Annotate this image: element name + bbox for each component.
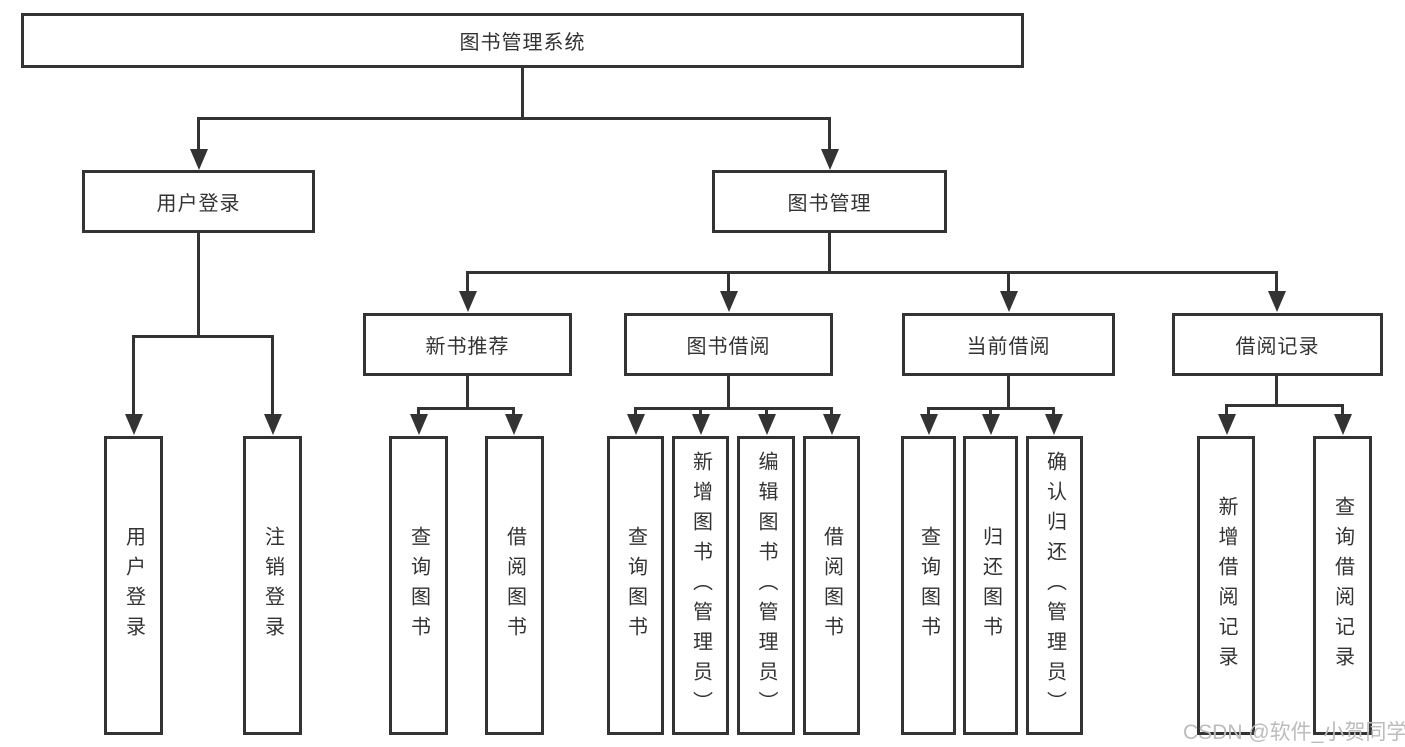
leaf-add-borrow-record: 新增借阅记录 bbox=[1197, 436, 1255, 735]
leaf-logout: 注销登录 bbox=[243, 436, 302, 735]
connector-line bbox=[830, 407, 833, 416]
arrow-down-icon bbox=[125, 414, 143, 435]
leaf-recommend-borrow-books-label: 借阅图书 bbox=[503, 525, 526, 646]
connector-line bbox=[466, 376, 469, 409]
leaf-return-books-label: 归还图书 bbox=[979, 525, 1002, 646]
node-borrow-records: 借阅记录 bbox=[1172, 313, 1383, 376]
connector-line bbox=[521, 68, 524, 119]
arrow-down-icon bbox=[505, 414, 523, 435]
connector-line bbox=[197, 117, 831, 120]
connector-line bbox=[927, 407, 930, 416]
node-borrow-records-label: 借阅记录 bbox=[1235, 336, 1320, 358]
connector-line bbox=[1275, 271, 1278, 292]
leaf-borrow-books-label: 借阅图书 bbox=[820, 525, 843, 646]
connector-line bbox=[1341, 404, 1344, 416]
arrow-down-icon bbox=[982, 414, 1000, 435]
node-book-management: 图书管理 bbox=[712, 170, 947, 233]
node-user-login-label: 用户登录 bbox=[156, 193, 241, 215]
leaf-recommend-borrow-books: 借阅图书 bbox=[485, 436, 544, 735]
leaf-query-borrow-record: 查询借阅记录 bbox=[1313, 436, 1372, 735]
leaf-return-books: 归还图书 bbox=[963, 436, 1018, 735]
arrow-down-icon bbox=[1000, 291, 1018, 312]
node-user-login: 用户登录 bbox=[82, 170, 315, 233]
connector-line bbox=[634, 407, 637, 416]
node-book-borrow: 图书借阅 bbox=[624, 313, 833, 376]
connector-line bbox=[512, 407, 515, 416]
connector-line bbox=[197, 117, 200, 150]
connector-line bbox=[1225, 404, 1228, 416]
connector-line bbox=[197, 233, 200, 337]
leaf-borrow-books: 借阅图书 bbox=[803, 436, 860, 735]
connector-line bbox=[271, 335, 274, 415]
leaf-current-query-books: 查询图书 bbox=[901, 436, 956, 735]
node-book-borrow-label: 图书借阅 bbox=[686, 336, 771, 358]
node-new-book-recommend: 新书推荐 bbox=[363, 313, 572, 376]
connector-line bbox=[132, 335, 135, 415]
arrow-down-icon bbox=[1334, 414, 1352, 435]
arrow-down-icon bbox=[1218, 414, 1236, 435]
connector-line bbox=[132, 335, 273, 338]
leaf-recommend-query-books-label: 查询图书 bbox=[407, 525, 430, 646]
leaf-add-borrow-record-label: 新增借阅记录 bbox=[1215, 495, 1237, 676]
arrow-down-icon bbox=[1268, 291, 1286, 312]
arrow-down-icon bbox=[1045, 414, 1063, 435]
node-book-management-label: 图书管理 bbox=[787, 193, 872, 215]
connector-line bbox=[828, 117, 831, 150]
node-root-label: 图书管理系统 bbox=[459, 32, 586, 54]
leaf-recommend-query-books: 查询图书 bbox=[389, 436, 448, 735]
arrow-down-icon bbox=[758, 414, 776, 435]
leaf-add-books-admin: 新增图书（管理员） bbox=[672, 436, 729, 735]
connector-line bbox=[417, 407, 420, 416]
connector-line bbox=[466, 271, 1278, 274]
connector-line bbox=[1275, 376, 1278, 406]
connector-line bbox=[466, 271, 469, 292]
arrow-down-icon bbox=[410, 414, 428, 435]
arrow-down-icon bbox=[821, 149, 839, 170]
connector-line bbox=[417, 407, 515, 410]
connector-line bbox=[1007, 376, 1010, 409]
node-root: 图书管理系统 bbox=[21, 13, 1024, 68]
connector-line bbox=[1007, 271, 1010, 292]
leaf-query-borrow-record-label: 查询借阅记录 bbox=[1331, 495, 1354, 676]
connector-line bbox=[989, 407, 992, 416]
connector-line bbox=[727, 376, 730, 409]
watermark: CSDN @软件_小贺同学 bbox=[1183, 721, 1405, 744]
arrow-down-icon bbox=[920, 414, 938, 435]
node-current-borrow-label: 当前借阅 bbox=[966, 336, 1051, 358]
arrow-down-icon bbox=[459, 291, 477, 312]
arrow-down-icon bbox=[190, 149, 208, 170]
leaf-user-login: 用户登录 bbox=[104, 436, 163, 735]
leaf-current-query-books-label: 查询图书 bbox=[917, 525, 940, 646]
leaf-logout-label: 注销登录 bbox=[261, 525, 284, 646]
arrow-down-icon bbox=[627, 414, 645, 435]
leaf-borrow-query-books: 查询图书 bbox=[607, 436, 664, 735]
leaf-edit-books-admin: 编辑图书（管理员） bbox=[737, 436, 795, 735]
leaf-confirm-return-admin-label: 确认归还（管理员） bbox=[1043, 450, 1066, 721]
arrow-down-icon bbox=[720, 291, 738, 312]
connector-line bbox=[828, 233, 831, 273]
leaf-borrow-query-books-label: 查询图书 bbox=[624, 525, 647, 646]
arrow-down-icon bbox=[692, 414, 710, 435]
connector-line bbox=[765, 407, 768, 416]
connector-line bbox=[1052, 407, 1055, 416]
leaf-edit-books-admin-label: 编辑图书（管理员） bbox=[755, 450, 777, 721]
leaf-user-login-label: 用户登录 bbox=[122, 525, 145, 646]
leaf-add-books-admin-label: 新增图书（管理员） bbox=[689, 450, 712, 721]
connector-line bbox=[634, 407, 832, 410]
connector-line bbox=[699, 407, 702, 416]
arrow-down-icon bbox=[823, 414, 841, 435]
node-new-book-recommend-label: 新书推荐 bbox=[425, 336, 510, 358]
leaf-confirm-return-admin: 确认归还（管理员） bbox=[1026, 436, 1083, 735]
arrow-down-icon bbox=[264, 414, 282, 435]
connector-line bbox=[1225, 404, 1343, 407]
node-current-borrow: 当前借阅 bbox=[902, 313, 1115, 376]
connector-line bbox=[727, 271, 730, 292]
